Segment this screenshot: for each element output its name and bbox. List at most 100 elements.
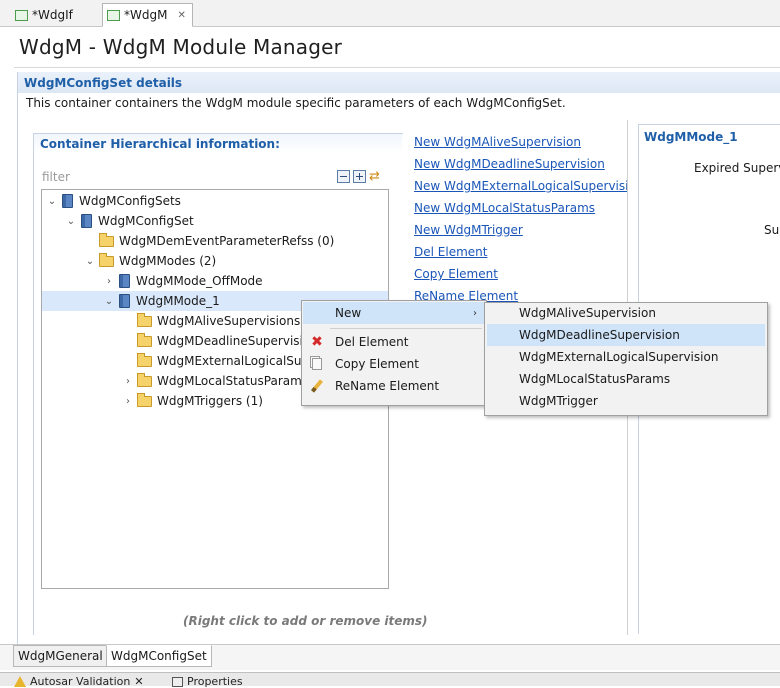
tree-node-deadline-supervisions[interactable]: WdgMDeadlineSupervisi	[122, 331, 303, 351]
tree-node-label: WdgMConfigSet	[98, 214, 194, 228]
tree-node-wdgmmode-offmode[interactable]: › WdgMMode_OffMode	[103, 271, 263, 291]
book-icon	[62, 194, 73, 208]
tree-node-label: WdgMDemEventParameterRefss (0)	[119, 234, 335, 248]
new-alive-supervision-link[interactable]: New WdgMAliveSupervision	[414, 135, 581, 149]
view-tab-properties[interactable]: Properties	[172, 675, 243, 688]
expanded-chevron-icon[interactable]: ⌄	[104, 295, 114, 307]
collapsed-chevron-icon[interactable]: ›	[126, 375, 130, 387]
submenu-item-external-logical-supervision[interactable]: WdgMExternalLogicalSupervision	[487, 346, 765, 368]
copy-element-link[interactable]: Copy Element	[414, 267, 498, 281]
submenu-item-label: WdgMExternalLogicalSupervision	[519, 350, 719, 364]
book-icon	[119, 294, 130, 308]
menu-item-label: New	[335, 306, 362, 320]
new-deadline-supervision-link[interactable]: New WdgMDeadlineSupervision	[414, 157, 605, 171]
file-icon	[15, 9, 28, 21]
copy-icon	[310, 357, 324, 371]
hierarchy-panel-title[interactable]: Container Hierarchical information:	[40, 137, 280, 151]
submenu-item-trigger[interactable]: WdgMTrigger	[487, 390, 765, 412]
tree-node-wdgmmodes[interactable]: ⌄ WdgMModes (2)	[84, 251, 216, 271]
details-section	[17, 72, 780, 652]
menu-item-rename-element[interactable]: ReName Element	[303, 375, 485, 397]
section-title[interactable]: WdgMConfigSet details	[24, 76, 183, 90]
book-icon	[119, 274, 130, 288]
section-description: This container containers the WdgM modul…	[26, 96, 566, 110]
menu-item-copy-element[interactable]: Copy Element	[303, 353, 485, 375]
folder-icon	[99, 252, 114, 267]
action-links: New WdgMAliveSupervision New WdgMDeadlin…	[410, 130, 628, 310]
folder-icon	[137, 352, 152, 367]
tree-node-label: WdgMConfigSets	[79, 194, 181, 208]
tree-node-wdgmtriggers[interactable]: › WdgMTriggers (1)	[122, 391, 263, 411]
expand-all-icon[interactable]	[353, 170, 366, 183]
new-local-status-params-link[interactable]: New WdgMLocalStatusParams	[414, 201, 596, 215]
view-tab-label: Autosar Validation	[30, 675, 131, 688]
views-bar	[0, 672, 780, 686]
menu-item-label: Copy Element	[335, 357, 419, 371]
collapsed-chevron-icon[interactable]: ›	[126, 395, 130, 407]
close-icon[interactable]: ✕	[177, 9, 186, 21]
rename-element-link[interactable]: ReName Element	[414, 289, 519, 303]
submenu-item-deadline-supervision[interactable]: WdgMDeadlineSupervision	[487, 324, 765, 346]
editor-tab-wdgif[interactable]: *WdgIf	[10, 3, 80, 27]
editor-tab-label: *WdgM	[124, 8, 168, 22]
submenu-arrow-icon: ›	[473, 307, 477, 319]
section-header	[18, 72, 780, 93]
tree-node-dem-event-parameter-refs[interactable]: WdgMDemEventParameterRefss (0)	[84, 231, 334, 251]
tree-node-label: WdgMTriggers (1)	[157, 394, 263, 408]
collapse-all-icon[interactable]	[337, 170, 350, 183]
menu-item-label: ReName Element	[335, 379, 440, 393]
tree-node-label: WdgMExternalLogicalSu	[157, 354, 302, 368]
tree-node-wdgmmode-1[interactable]: ⌄ WdgMMode_1	[103, 291, 220, 311]
view-tab-label: Properties	[187, 675, 243, 688]
filter-input[interactable]: filter	[42, 170, 70, 184]
page-title: WdgM - WdgM Module Manager	[19, 35, 343, 59]
file-icon	[107, 9, 120, 21]
tree-toolbar: ⇄	[337, 170, 380, 183]
submenu-item-alive-supervision[interactable]: WdgMAliveSupervision	[487, 302, 765, 324]
collapsed-chevron-icon[interactable]: ›	[107, 275, 111, 287]
properties-icon	[172, 676, 183, 687]
expanded-chevron-icon[interactable]: ⌄	[66, 215, 76, 227]
editor-tab-wdgm[interactable]: *WdgM ✕	[102, 3, 193, 27]
tree-node-external-logical-supervisions[interactable]: WdgMExternalLogicalSu	[122, 351, 302, 371]
tree-node-label: WdgMDeadlineSupervisi	[157, 334, 303, 348]
new-external-logical-supervision-link[interactable]: New WdgMExternalLogicalSupervision	[414, 179, 628, 193]
menu-item-del-element[interactable]: ✖ Del Element	[303, 331, 485, 353]
submenu-item-label: WdgMAliveSupervision	[519, 306, 656, 320]
submenu-item-label: WdgMDeadlineSupervision	[519, 328, 680, 342]
menu-item-new[interactable]: New ›	[303, 302, 485, 324]
title-divider	[14, 67, 780, 68]
tab-wdgmgeneral[interactable]: WdgMGeneral	[13, 645, 108, 667]
editor-tab-label: *WdgIf	[32, 8, 73, 22]
page-tab-label: WdgMConfigSet	[111, 649, 207, 663]
expired-supervision-label: Expired Superv	[694, 161, 780, 175]
folder-icon	[137, 392, 152, 407]
mode-details-title[interactable]: WdgMMode_1	[644, 130, 738, 144]
submenu-item-label: WdgMTrigger	[519, 394, 598, 408]
sync-icon[interactable]: ⇄	[369, 169, 380, 184]
close-icon[interactable]: ✕	[134, 675, 144, 688]
hierarchy-panel	[33, 133, 403, 635]
hierarchy-panel-header	[34, 134, 402, 154]
folder-icon	[99, 232, 114, 247]
new-trigger-link[interactable]: New WdgMTrigger	[414, 223, 523, 237]
submenu-item-label: WdgMLocalStatusParams	[519, 372, 671, 386]
tree-node-label: WdgMAliveSupervisions	[157, 314, 301, 328]
book-icon	[81, 214, 92, 228]
tree-node-label: WdgMMode_OffMode	[136, 274, 263, 288]
submenu-item-local-status-params[interactable]: WdgMLocalStatusParams	[487, 368, 765, 390]
tree-node-label: WdgMMode_1	[136, 294, 220, 308]
folder-icon	[137, 332, 152, 347]
tree-node-wdgmconfigsets[interactable]: ⌄ WdgMConfigSets	[46, 191, 181, 211]
tree-node-wdgmconfigset[interactable]: ⌄ WdgMConfigSet	[65, 211, 194, 231]
expanded-chevron-icon[interactable]: ⌄	[85, 255, 95, 267]
tree-node-local-status-params[interactable]: › WdgMLocalStatusParam	[122, 371, 302, 391]
expanded-chevron-icon[interactable]: ⌄	[47, 195, 57, 207]
view-tab-autosar-validation[interactable]: Autosar Validation ✕	[14, 675, 144, 688]
delete-icon: ✖	[311, 334, 323, 350]
tab-wdgmconfigset[interactable]: WdgMConfigSet	[106, 645, 212, 667]
tree-node-alive-supervisions[interactable]: WdgMAliveSupervisions	[122, 311, 300, 331]
del-element-link[interactable]: Del Element	[414, 245, 488, 259]
page-tab-label: WdgMGeneral	[18, 649, 103, 663]
rename-icon	[310, 379, 324, 393]
